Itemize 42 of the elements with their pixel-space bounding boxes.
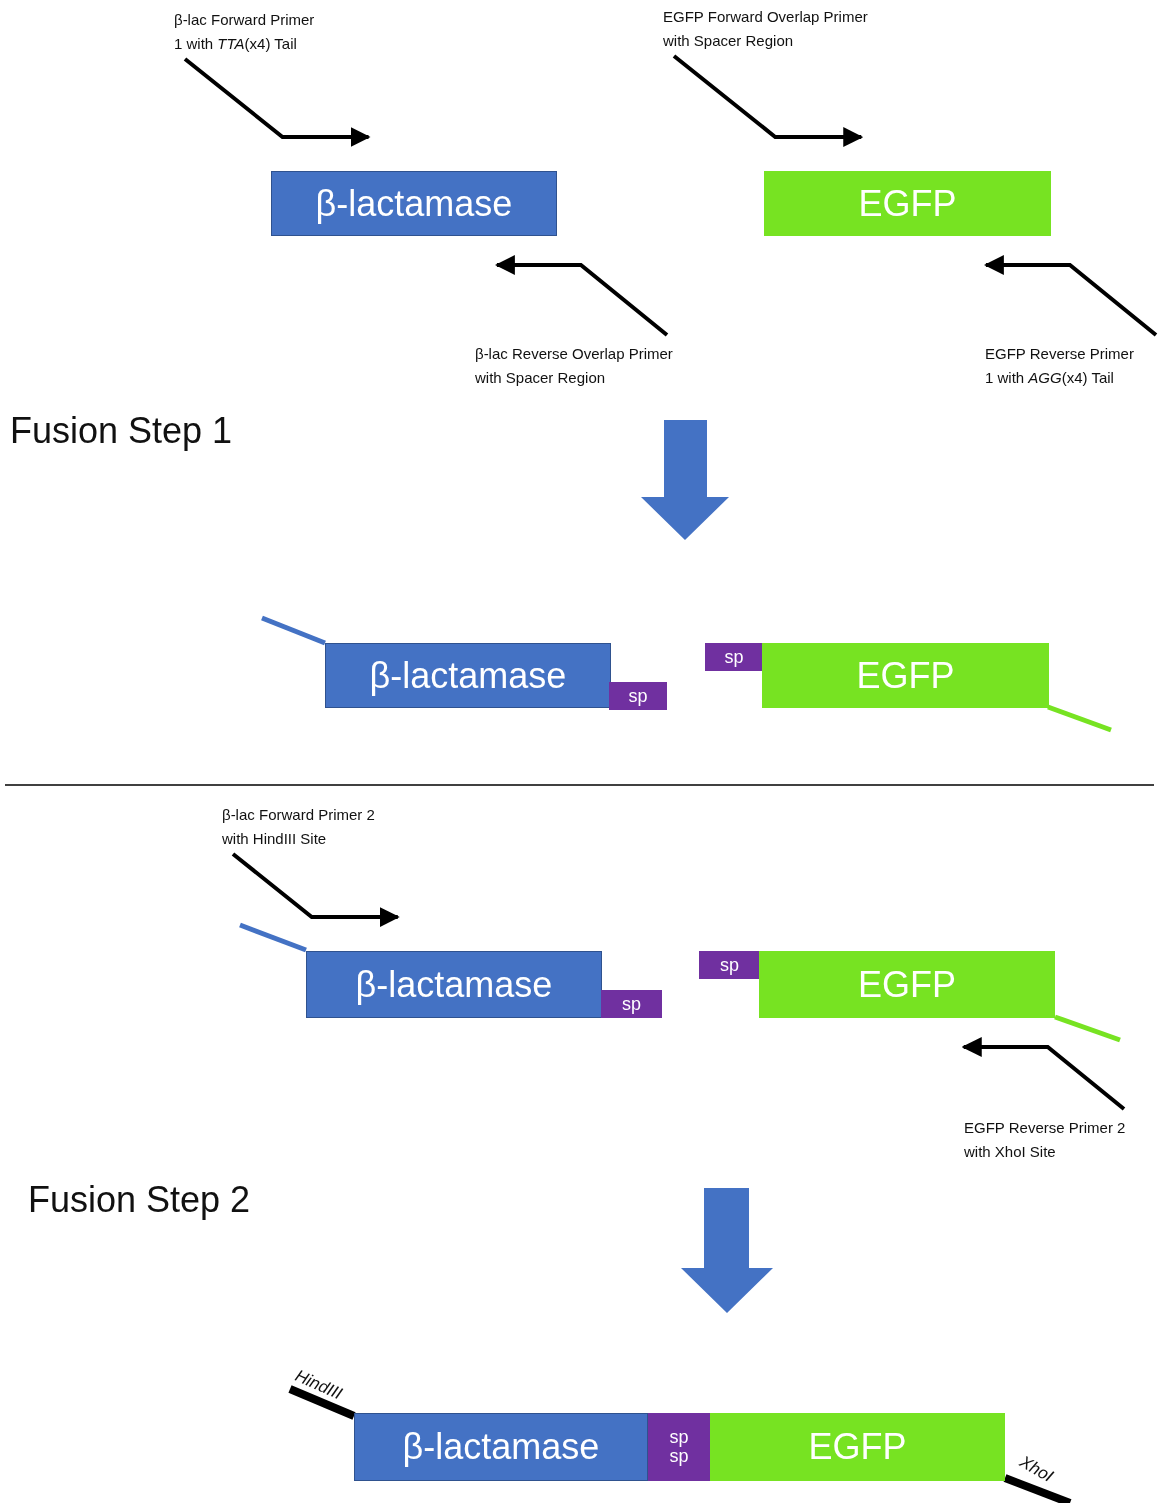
gene-segment: [764, 171, 1051, 236]
gene-name: β-lactamase: [315, 184, 513, 223]
primer-arrow: [672, 54, 864, 147]
primer-arrow: [961, 1037, 1126, 1111]
primer-label: β-lac Reverse Overlap Primer with Spacer Region: [475, 344, 674, 388]
primer-arrow: [231, 852, 400, 927]
spacer-label: sp: [628, 686, 648, 706]
step-title: Fusion Step 2: [28, 1179, 251, 1221]
spacer-segment: [699, 951, 760, 979]
primer-label: β-lac Forward Primer 1 with TTA(x4) Tail: [174, 10, 316, 54]
gene-name: β-lactamase: [369, 656, 567, 695]
gene-name: EGFP: [858, 184, 957, 223]
spacer-label: sp: [669, 1428, 689, 1447]
primer-label: EGFP Reverse Primer 1 with AGG(x4) Tail: [985, 344, 1135, 388]
primer-label: EGFP Forward Overlap Primer with Spacer Region: [663, 7, 868, 51]
gene-name: β-lactamase: [355, 965, 553, 1004]
spacer-label: sp: [724, 647, 744, 667]
gene-name: β-lactamase: [402, 1428, 600, 1466]
gene-segment: [759, 951, 1055, 1018]
gene-segment: [710, 1413, 1005, 1481]
primer-arrow: [983, 255, 1158, 337]
gene-name: EGFP: [858, 965, 956, 1004]
spacer-segment: [601, 990, 662, 1018]
gene-segment: [354, 1413, 648, 1481]
restriction-site-label: XhoI: [1016, 1452, 1057, 1487]
spacer-segment: [609, 682, 667, 710]
gene-segment: [271, 171, 557, 236]
spacer-label: sp: [720, 955, 739, 975]
gene-name: EGFP: [856, 656, 955, 695]
gene-segment: [325, 643, 611, 708]
spacer-label: sp: [669, 1447, 689, 1466]
step-title: Fusion Step 1: [10, 410, 233, 452]
spacer-segment: [648, 1413, 710, 1481]
gene-segment: [306, 951, 602, 1018]
primer-arrow: [494, 255, 669, 337]
primer-label: EGFP Reverse Primer 2 with XhoI Site: [964, 1118, 1127, 1162]
gene-segment: [762, 643, 1049, 708]
primer-label: β-lac Forward Primer 2 with HindIII Site: [222, 805, 376, 849]
gene-name: EGFP: [808, 1428, 907, 1466]
primer-arrow: [183, 57, 371, 147]
spacer-label: sp: [622, 994, 641, 1014]
spacer-segment: [705, 643, 763, 671]
